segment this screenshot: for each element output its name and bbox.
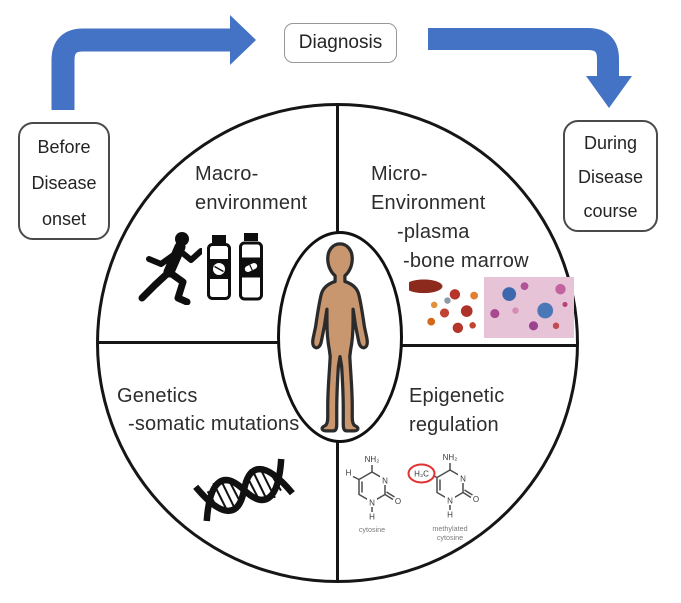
before-to-diagnosis-arrow xyxy=(51,15,256,110)
macro-environment-label: Macro- environment xyxy=(195,160,307,218)
horizontal-divider-left xyxy=(99,341,338,344)
epigenetic-regulation-label: Epigenetic regulation xyxy=(409,382,504,440)
ring-nitrogen-label: N xyxy=(447,497,453,506)
cytosine-structure: NH₂ N N H H O cytosine xyxy=(346,455,402,534)
arrow-shaft xyxy=(428,28,619,79)
arrow-head-down-icon xyxy=(586,76,632,108)
micro-line: Environment xyxy=(371,192,486,214)
amine-group-label: NH₂ xyxy=(443,453,458,462)
macro-line: Macro- xyxy=(195,163,259,185)
ring-nitrogen-label: N xyxy=(382,477,388,486)
methyl-group-label: H₃C xyxy=(414,470,429,479)
oxygen-label: O xyxy=(395,497,401,506)
pill-bottles-icon xyxy=(207,233,263,301)
horizontal-divider-right xyxy=(338,344,578,347)
before-box-line: Before xyxy=(37,137,91,157)
genetics-line: -somatic mutations xyxy=(128,413,300,435)
human-body-icon xyxy=(311,242,369,433)
methylated-caption-line: cytosine xyxy=(437,533,463,542)
ring-nitrogen-label: N xyxy=(369,499,375,508)
genetics-label: Genetics -somatic mutations xyxy=(117,382,299,438)
methylated-cytosine-structure: NH₂ N N H H₃C O methylated cytosine xyxy=(407,453,479,542)
micro-line: -plasma xyxy=(397,221,470,243)
arrow-head-right-icon xyxy=(230,15,256,65)
genetics-line: Genetics xyxy=(117,385,198,407)
before-box-line: Disease xyxy=(31,173,97,193)
bone-marrow-illustration xyxy=(409,277,483,339)
oxygen-label: O xyxy=(473,495,479,504)
epigenetic-line: Epigenetic xyxy=(409,385,505,407)
cytosine-caption: cytosine xyxy=(359,525,385,534)
epigenetic-line: regulation xyxy=(409,414,499,436)
diagnosis-label: Diagnosis xyxy=(298,32,383,53)
micro-environment-label: Micro- Environment -plasma -bone marrow xyxy=(371,160,529,276)
before-box-line: onset xyxy=(41,209,87,229)
during-box-line: During xyxy=(583,133,638,153)
dna-helix-icon xyxy=(193,458,295,522)
hydrogen-label: H xyxy=(447,511,453,520)
during-disease-course-box: During Disease course xyxy=(563,120,658,232)
hydrogen-label: H xyxy=(369,513,375,522)
ring-nitrogen-label: N xyxy=(460,475,466,484)
runner-icon xyxy=(138,232,202,305)
methylated-caption-line: methylated xyxy=(432,524,467,533)
methyl-highlight-circle-icon xyxy=(407,463,436,484)
amine-group-label: NH₂ xyxy=(365,455,380,464)
center-ellipse xyxy=(277,231,403,443)
histology-micrograph xyxy=(484,277,574,338)
diagnosis-to-during-arrow xyxy=(428,28,632,108)
during-box-line: Disease xyxy=(577,167,644,187)
macro-line: environment xyxy=(195,192,308,214)
arrow-shaft xyxy=(51,28,230,110)
micro-line: -bone marrow xyxy=(403,250,529,272)
micro-line: Micro- xyxy=(371,163,428,185)
during-box-line: course xyxy=(583,201,638,221)
diagnosis-box: Diagnosis xyxy=(284,23,397,63)
hydrogen-label: H xyxy=(346,469,352,478)
before-disease-onset-box: Before Disease onset xyxy=(18,122,110,240)
